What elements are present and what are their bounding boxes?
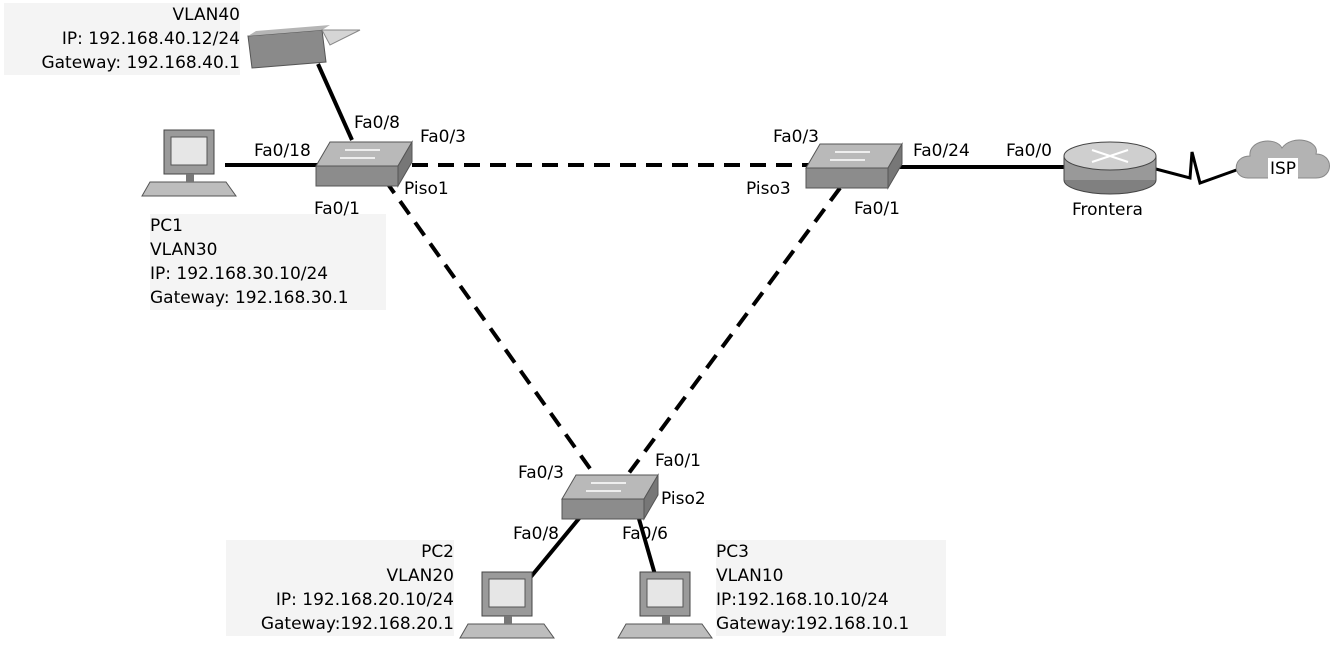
pc1-gateway-label: Gateway: 192.168.30.1 <box>150 288 349 308</box>
frontera-label: Frontera <box>1072 200 1143 220</box>
port-label: Fa0/0 <box>1006 141 1052 161</box>
pc2-vlan-label: VLAN20 <box>386 566 454 586</box>
port-label: Fa0/3 <box>518 463 564 483</box>
port-label: Fa0/8 <box>513 524 559 544</box>
port-label: Fa0/8 <box>354 113 400 133</box>
pc3-ip-label: IP:192.168.10.10/24 <box>716 590 889 610</box>
printer-vlan-label: VLAN40 <box>172 5 240 25</box>
port-label: Fa0/3 <box>420 127 466 147</box>
printer-icon[interactable] <box>247 25 361 69</box>
printer-ip-label: IP: 192.168.40.12/24 <box>61 29 240 49</box>
piso3-label: Piso3 <box>746 179 791 199</box>
port-label: Fa0/6 <box>622 524 668 544</box>
trunk-piso3-piso2 <box>624 186 842 479</box>
pc3-vlan-label: VLAN10 <box>716 566 784 586</box>
switch-icon[interactable] <box>315 140 413 188</box>
port-label: Fa0/24 <box>913 141 970 161</box>
printer-gateway-label: Gateway: 192.168.40.1 <box>41 53 240 73</box>
pc3-info: PC3 VLAN10 IP:192.168.10.10/24 Gateway:1… <box>716 540 946 636</box>
printer-info: VLAN40 IP: 192.168.40.12/24 Gateway: 192… <box>4 3 240 75</box>
port-label: Fa0/1 <box>655 451 701 471</box>
pc-icon[interactable] <box>459 571 555 639</box>
piso2-label: Piso2 <box>661 489 706 509</box>
switch-icon[interactable] <box>561 473 659 521</box>
serial-frontera-isp <box>1151 151 1243 185</box>
piso1-label: Piso1 <box>404 179 449 199</box>
port-label: Fa0/3 <box>773 127 819 147</box>
pc1-info: PC1 VLAN30 IP: 192.168.30.10/24 Gateway:… <box>150 214 386 310</box>
pc2-ip-label: IP: 192.168.20.10/24 <box>275 590 454 610</box>
link-printer-piso1 <box>316 63 354 141</box>
router-icon[interactable] <box>1063 141 1157 195</box>
pc3-gateway-label: Gateway:192.168.10.1 <box>716 614 910 634</box>
pc-icon[interactable] <box>141 129 237 197</box>
port-label: Fa0/1 <box>854 199 900 219</box>
pc-icon[interactable] <box>617 571 713 639</box>
switch-icon[interactable] <box>805 142 903 190</box>
isp-label: ISP <box>1268 158 1299 180</box>
port-label: Fa0/1 <box>314 199 360 219</box>
pc1-name-label: PC1 <box>150 216 183 236</box>
pc3-name-label: PC3 <box>716 542 749 562</box>
pc2-info: PC2 VLAN20 IP: 192.168.20.10/24 Gateway:… <box>226 540 454 636</box>
pc1-vlan-label: VLAN30 <box>150 240 218 260</box>
pc1-ip-label: IP: 192.168.30.10/24 <box>150 264 329 284</box>
trunk-piso1-piso2 <box>383 178 598 479</box>
port-label: Fa0/18 <box>254 141 311 161</box>
pc2-gateway-label: Gateway:192.168.20.1 <box>260 614 454 634</box>
pc2-name-label: PC2 <box>421 542 454 562</box>
